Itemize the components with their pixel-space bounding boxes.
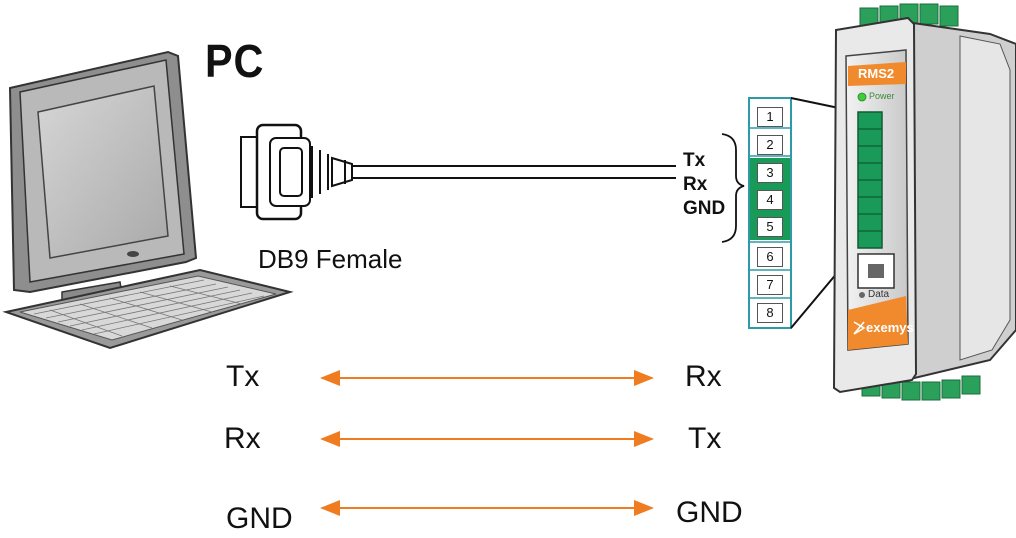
pin-7: 7 [757, 275, 783, 295]
pc-icon [2, 50, 294, 350]
pin-1: 1 [757, 107, 783, 127]
pin-5: 5 [757, 217, 783, 237]
pin-4: 4 [757, 190, 783, 210]
pc-title: PC [205, 35, 265, 87]
signal-brace [721, 133, 745, 243]
connection-arrows [320, 370, 654, 516]
right-gnd-label: GND [676, 496, 743, 529]
data-label: Data [868, 289, 890, 300]
device-model: RMS2 [858, 66, 895, 81]
power-label: Power [869, 91, 895, 101]
brand-logo: exemys [866, 320, 914, 335]
pin-8: 8 [757, 303, 783, 323]
db9-connector-icon [240, 123, 353, 221]
db9-label: DB9 Female [258, 244, 403, 274]
right-rx-label: Rx [685, 360, 722, 393]
rms2-device [832, 3, 1016, 401]
pin-6: 6 [757, 247, 783, 267]
pin-3: 3 [757, 163, 783, 183]
left-tx-label: Tx [226, 360, 260, 393]
left-gnd-label: GND [226, 502, 293, 535]
signal-label-gnd: GND [683, 198, 726, 219]
left-rx-label: Rx [224, 422, 261, 455]
signal-label-rx: Rx [683, 174, 708, 195]
pin-2: 2 [757, 135, 783, 155]
right-tx-label: Tx [688, 422, 722, 455]
serial-cable [352, 165, 676, 179]
signal-label-tx: Tx [683, 150, 706, 171]
